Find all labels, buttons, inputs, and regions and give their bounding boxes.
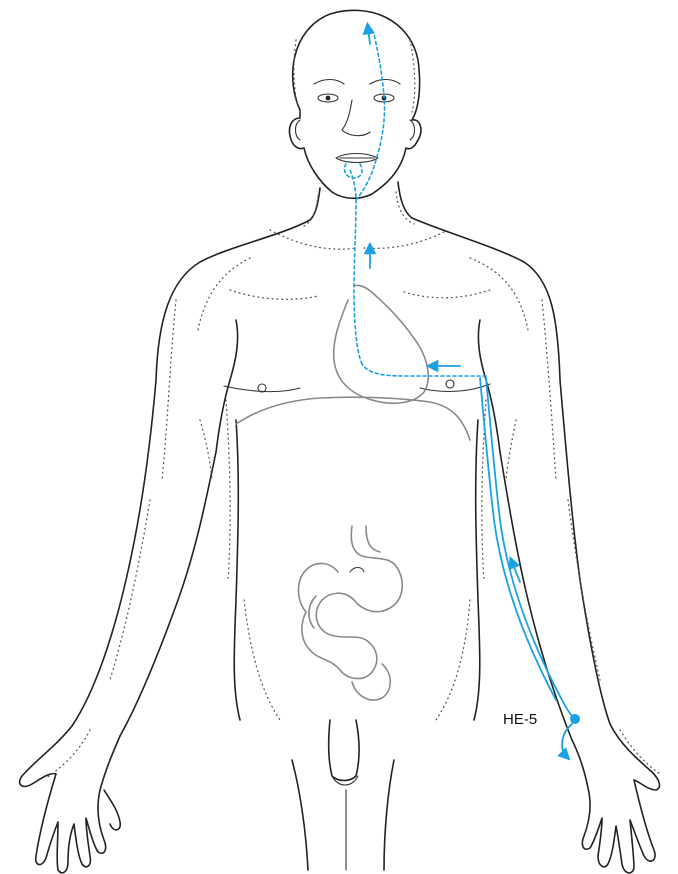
right-eyebrow [370,80,400,85]
body-shading [46,40,660,778]
right-arm-outline [412,218,659,873]
tongue-loop [344,164,362,178]
arrow-wrist-curve [562,724,572,756]
body-outline [20,10,660,873]
genital-outline [329,720,359,781]
heart-meridian-pathway: HE-5 [344,28,580,756]
acupoint-he5 [570,714,580,724]
diaphragm-line [236,397,470,440]
nose [342,100,370,136]
left-eyebrow [314,80,344,85]
chest-branch-line [362,364,486,376]
torso-right-side [474,420,480,720]
arrow-up-head [368,28,370,44]
internal-organs [236,285,470,700]
left-arm-outline [20,220,310,873]
heart-outline [334,285,429,403]
head-outline [289,10,420,198]
arm-channel-line-inner [480,378,556,700]
torso-left-side [234,420,240,720]
arrow-up-arm [512,562,520,582]
intestines-outline [299,526,403,679]
acupoint-he5-label: HE-5 [503,711,537,728]
